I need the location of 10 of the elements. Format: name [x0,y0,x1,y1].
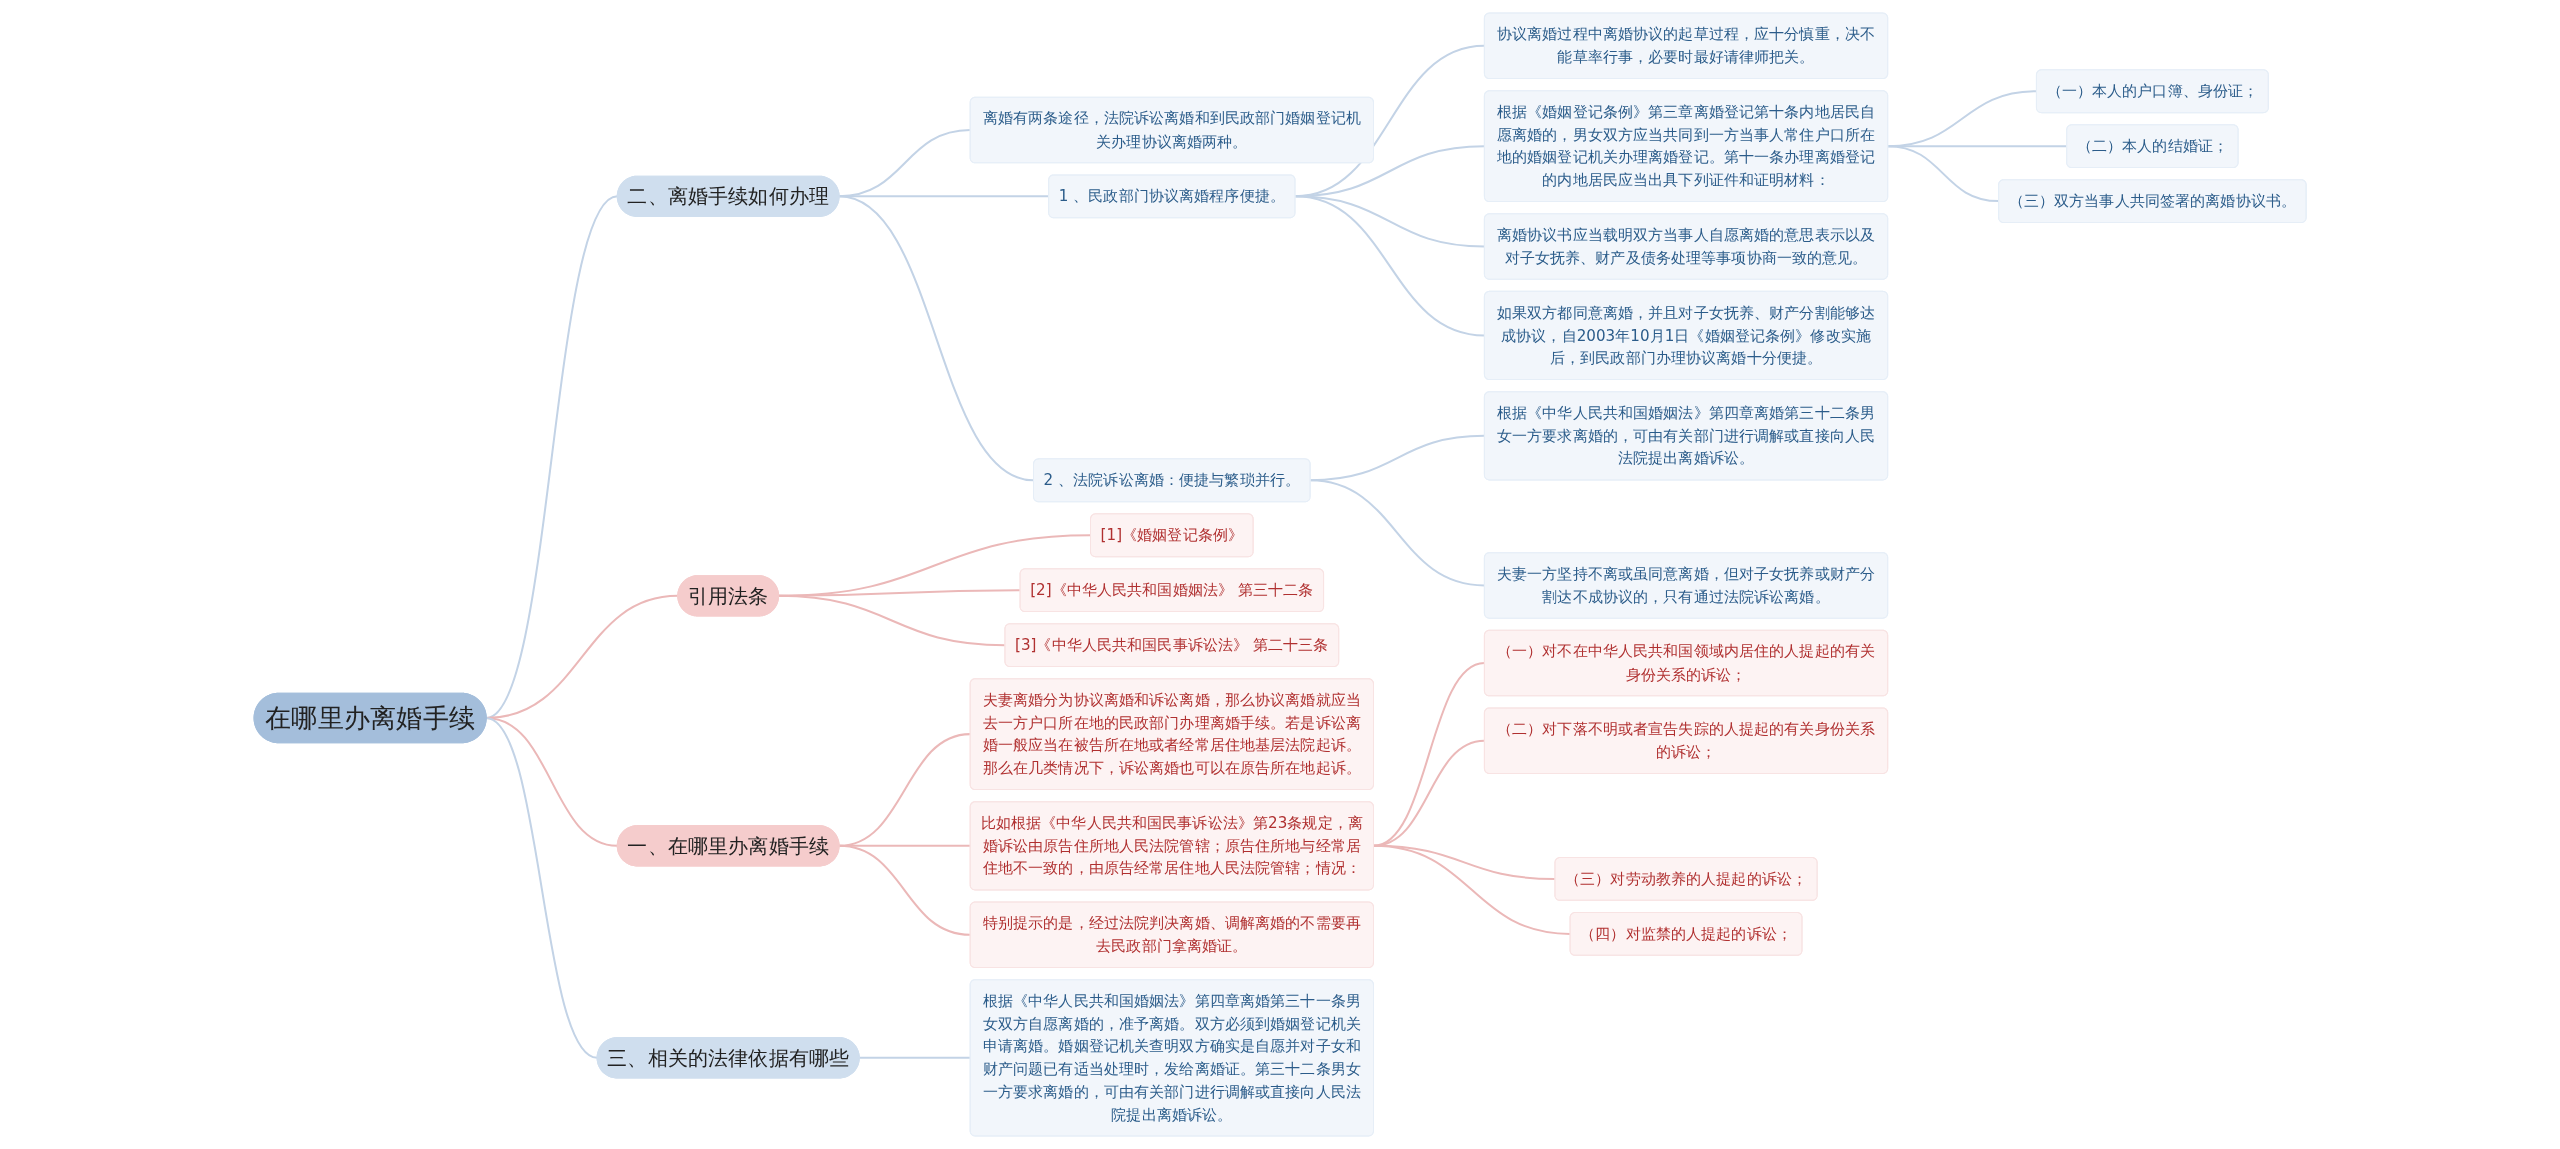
connector [838,195,1034,482]
connector [1294,195,1485,337]
connector [1373,844,1571,935]
connector [1373,662,1485,847]
connector [838,844,971,936]
connector [1887,145,1999,203]
connector [778,594,1005,647]
connector [485,717,598,1059]
connector [859,1056,971,1059]
connector [838,195,1049,198]
